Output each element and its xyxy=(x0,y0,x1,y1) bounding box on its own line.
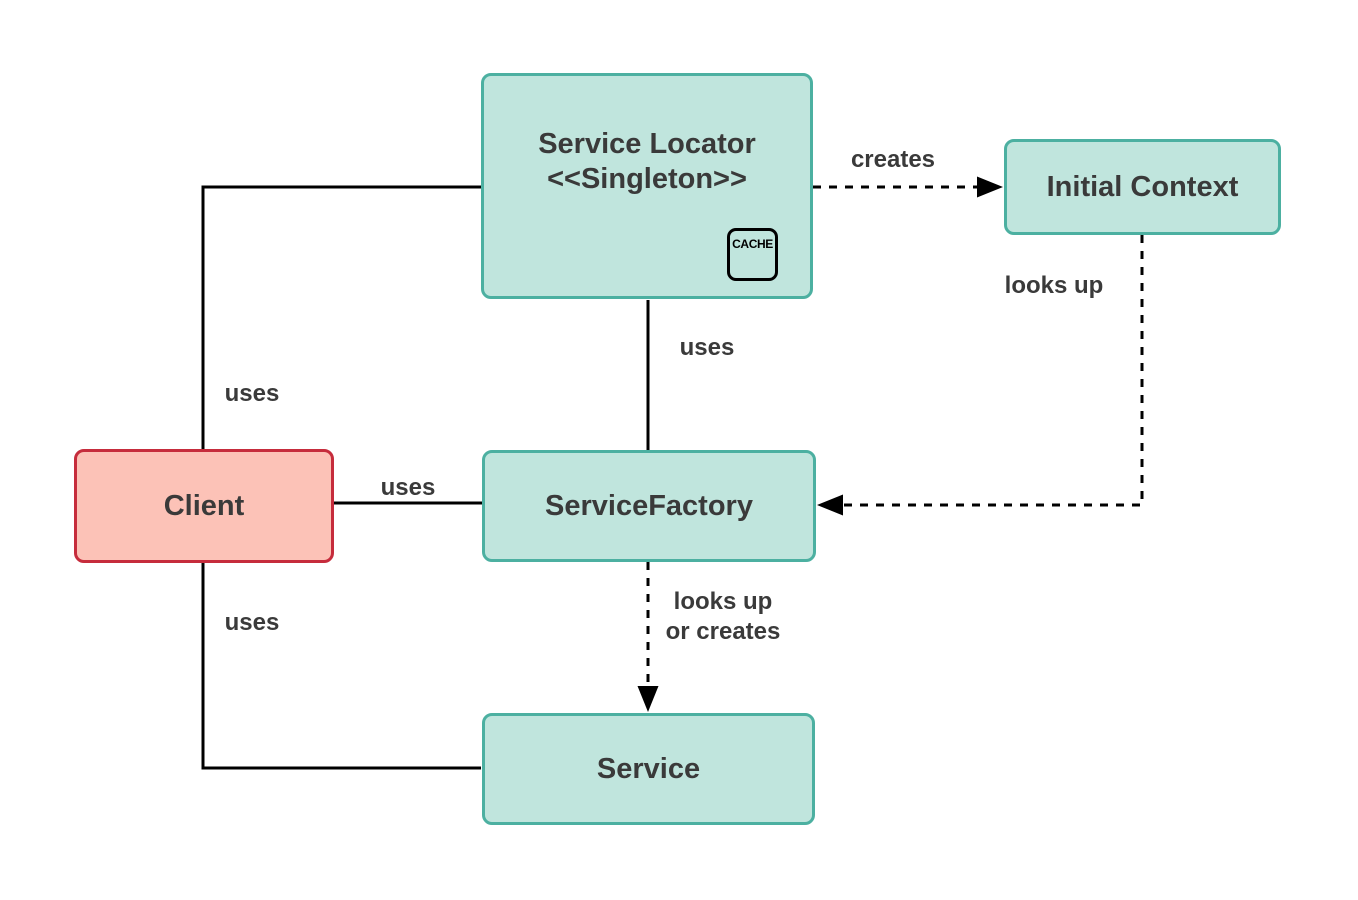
service-locator-label: Service Locator <<Singleton>> xyxy=(484,127,810,197)
edge-label-looks-up-or-creates-line2: or creates xyxy=(665,618,781,645)
node-service-locator: Service Locator <<Singleton>> CACHE xyxy=(481,73,813,299)
edge-label-client-uses-service: uses xyxy=(224,609,280,636)
arrowhead-looks-up-or-creates-icon xyxy=(637,686,659,712)
edge-label-looks-up-or-creates: looks up or creates xyxy=(666,587,781,647)
service-factory-title: ServiceFactory xyxy=(545,489,753,522)
edge-label-client-uses-factory: uses xyxy=(380,474,436,501)
node-service-factory: ServiceFactory xyxy=(482,450,816,562)
client-title: Client xyxy=(163,489,245,522)
edge-label-looks-up-or-creates-line1: looks up xyxy=(673,588,773,615)
edge-initial-context-to-service-factory xyxy=(843,235,1144,507)
arrowhead-creates-icon xyxy=(977,176,1003,198)
service-locator-stereotype: <<Singleton>> xyxy=(547,163,747,195)
initial-context-title: Initial Context xyxy=(1046,170,1239,203)
node-service: Service xyxy=(482,713,815,825)
cache-label: CACHE xyxy=(732,237,773,251)
edge-client-to-service xyxy=(201,563,481,770)
service-locator-title: Service Locator xyxy=(538,128,756,160)
service-title: Service xyxy=(596,752,701,785)
edge-label-service-locator-uses-factory: uses xyxy=(679,334,735,361)
node-initial-context: Initial Context xyxy=(1004,139,1281,235)
edge-client-to-service-locator xyxy=(201,185,481,450)
arrowhead-looks-up-icon xyxy=(817,494,843,516)
node-client: Client xyxy=(74,449,334,563)
cache-box: CACHE xyxy=(727,228,778,281)
edge-label-creates: creates xyxy=(850,146,936,173)
edge-label-looks-up: looks up xyxy=(1004,272,1104,299)
edge-label-client-uses-service-locator: uses xyxy=(224,380,280,407)
